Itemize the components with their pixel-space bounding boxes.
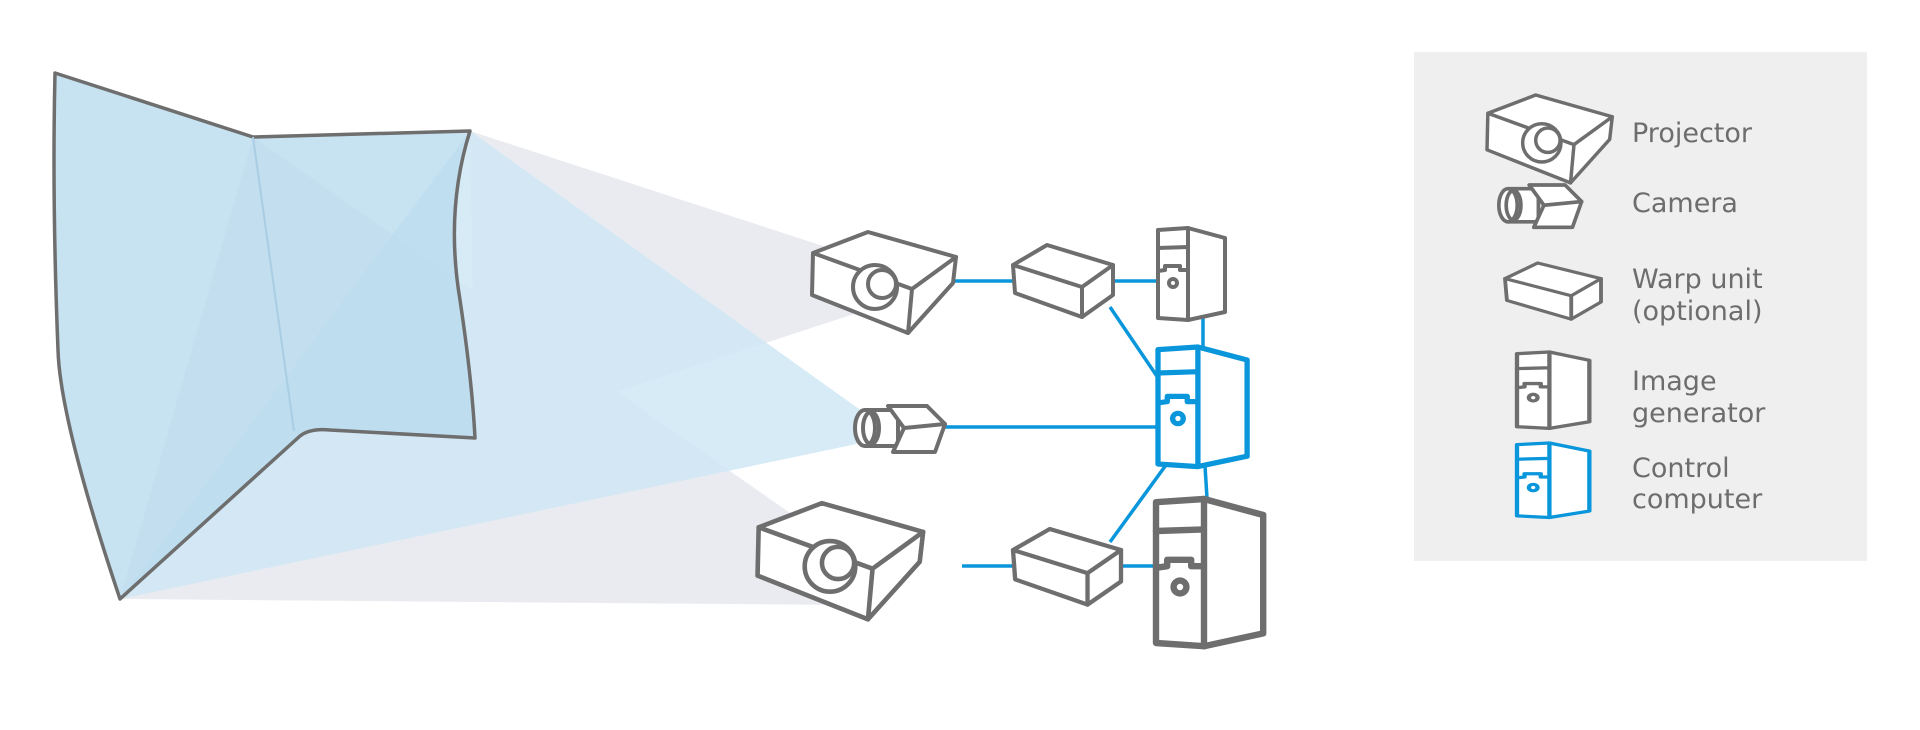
camera-view-cone bbox=[120, 131, 866, 599]
legend-label-camera: Camera bbox=[1632, 188, 1738, 219]
warp-unit-top bbox=[1011, 243, 1115, 319]
camera bbox=[853, 404, 947, 454]
legend-label-computer: computer bbox=[1632, 484, 1763, 515]
legend-label-generator: generator bbox=[1632, 398, 1766, 429]
legend-label-warp-unit-optional: (optional) bbox=[1632, 296, 1763, 327]
image-generator-icon bbox=[1517, 352, 1589, 428]
legend: Projector Camera Warp unit (optional) Im… bbox=[1414, 52, 1867, 561]
legend-label-image: Image bbox=[1632, 366, 1717, 397]
legend-label-projector: Projector bbox=[1632, 118, 1753, 149]
warp-unit-bottom bbox=[1013, 529, 1121, 605]
control-computer-icon bbox=[1517, 443, 1589, 518]
control-computer bbox=[1158, 347, 1247, 467]
image-generator-top bbox=[1156, 226, 1227, 322]
legend-label-control: Control bbox=[1632, 453, 1730, 484]
screen-fold bbox=[252, 136, 295, 432]
image-generator-bottom bbox=[1156, 499, 1263, 646]
legend-label-warp-unit: Warp unit bbox=[1632, 264, 1763, 295]
projection-screen bbox=[52, 71, 477, 601]
camera-icon bbox=[1496, 183, 1584, 230]
